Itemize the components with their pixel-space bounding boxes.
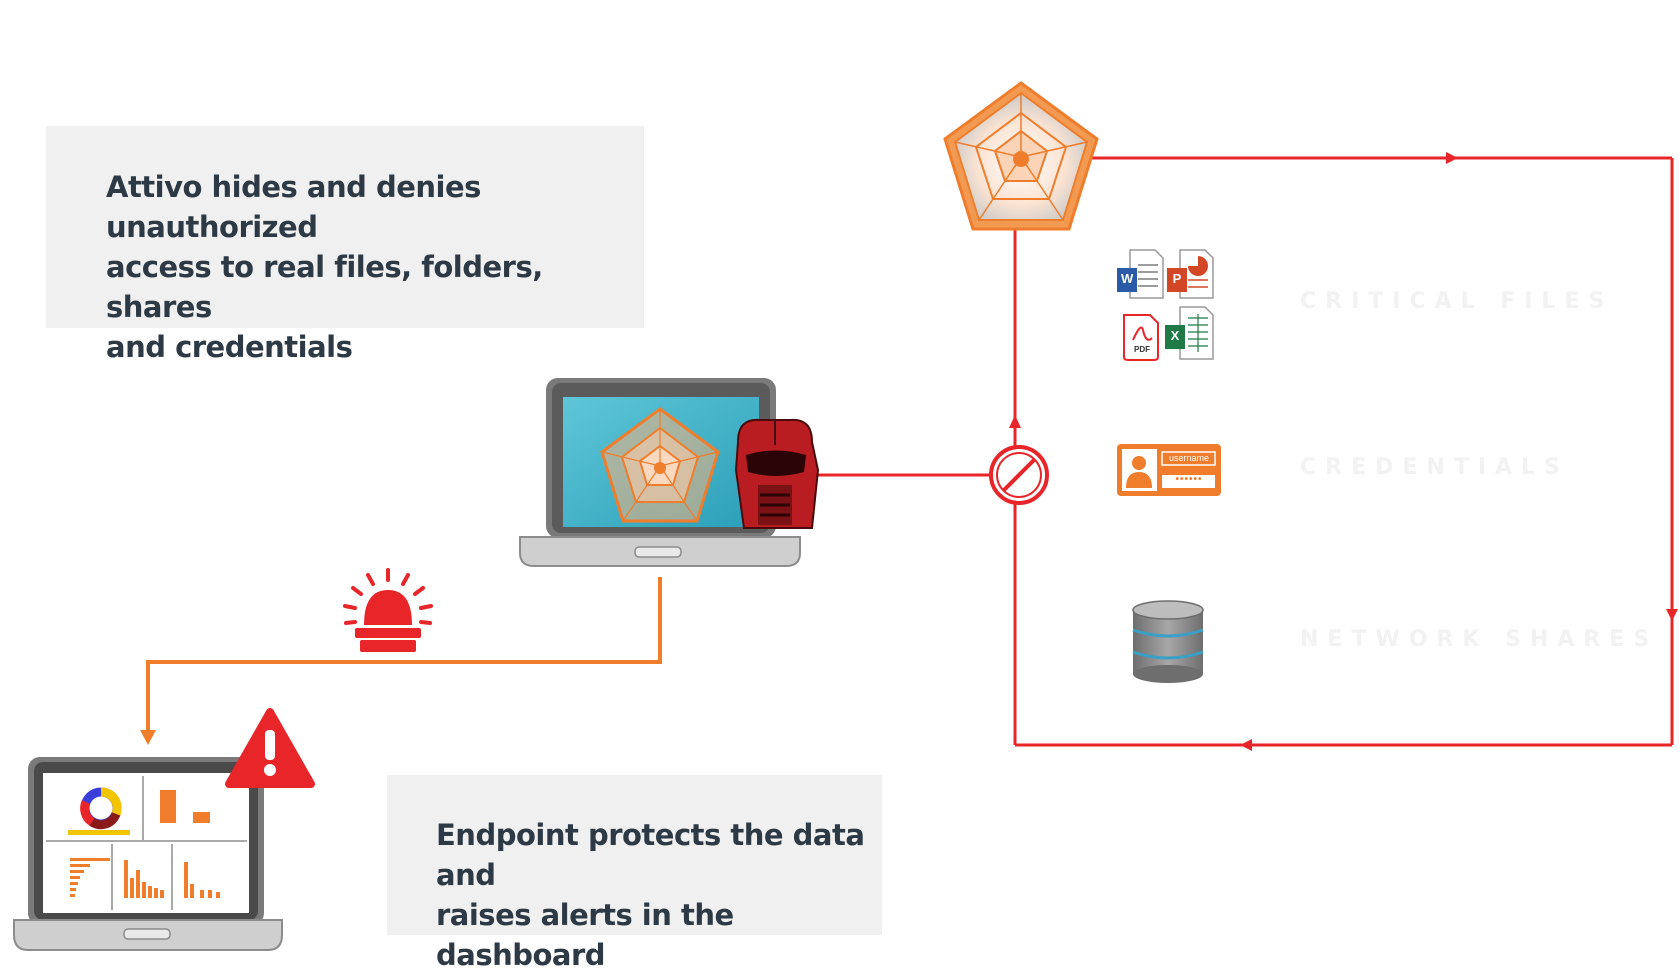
pdf-label: PDF <box>1134 345 1150 354</box>
pdf-file-icon <box>1123 314 1159 361</box>
top-info-box <box>46 126 644 328</box>
attivo-star-icon <box>943 81 1099 231</box>
siren-icon <box>343 568 433 652</box>
label-critical-files: CRITICAL FILES <box>1300 289 1614 314</box>
top-info-line-2: access to real files, folders, shares <box>106 250 543 324</box>
label-credentials: CREDENTIALS <box>1300 455 1569 480</box>
alert-path <box>146 577 662 732</box>
blocked-icon <box>989 445 1049 505</box>
credential-username: username <box>1168 453 1210 463</box>
bottom-info-line-2: raises alerts in the dashboard <box>436 898 734 972</box>
dashboard-laptop-icon <box>13 757 283 951</box>
endpoint-laptop-icon <box>519 378 801 567</box>
protection-loop <box>815 156 1674 747</box>
powerpoint-letter: P <box>1172 271 1182 286</box>
bottom-info-text: Endpoint protects the data and raises al… <box>436 815 876 975</box>
alert-arrowhead <box>140 730 156 745</box>
warning-icon <box>225 708 315 788</box>
attacker-helmet-icon <box>734 418 820 529</box>
top-info-line-1: Attivo hides and denies unauthorized <box>106 170 481 244</box>
powerpoint-file-icon <box>1167 249 1214 299</box>
label-network-shares: NETWORK SHARES <box>1300 627 1659 652</box>
word-letter: W <box>1121 271 1134 286</box>
bottom-info-line-1: Endpoint protects the data and <box>436 818 865 892</box>
loop-arrowheads <box>1009 152 1678 751</box>
bottom-info-box <box>387 775 882 935</box>
excel-file-icon <box>1165 306 1214 360</box>
credential-password: •••••• <box>1175 474 1203 485</box>
excel-letter: X <box>1170 328 1180 343</box>
top-info-text: Attivo hides and denies unauthorized acc… <box>106 167 646 367</box>
database-icon <box>1132 600 1204 683</box>
credential-card-icon <box>1117 444 1221 496</box>
word-file-icon <box>1117 249 1164 299</box>
top-info-line-3: and credentials <box>106 330 353 364</box>
